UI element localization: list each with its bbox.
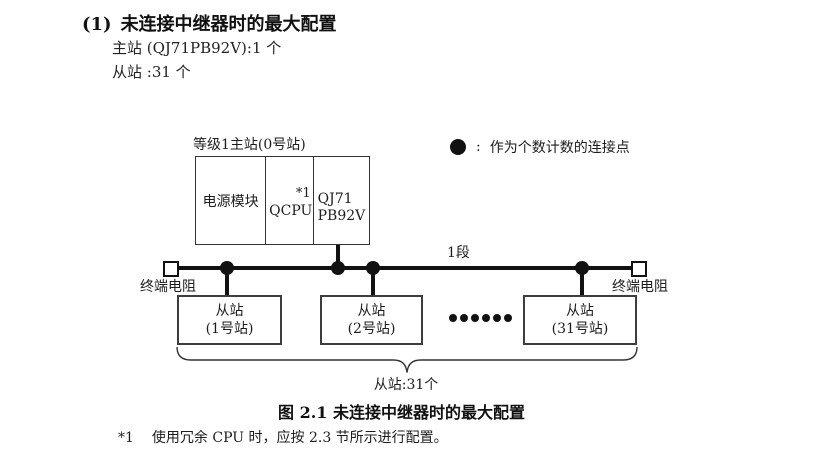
master-station-label: 等级1主站(0号站) xyxy=(193,137,306,153)
connection-point-dot xyxy=(575,261,589,275)
ellipsis-dot xyxy=(482,314,490,322)
power-module-cell: 电源模块 xyxy=(202,193,259,210)
master-station-box: 电源模块 *1 QCPU QJ71 PB92V xyxy=(195,156,370,245)
slave-count-label: 从站:31个 xyxy=(373,377,439,393)
terminating-resistor-left-label: 终端电阻 xyxy=(140,279,196,295)
slave-station-box-2: 从站 (2号站) xyxy=(320,295,423,345)
ellipsis-dots xyxy=(449,314,512,322)
ellipsis-dot xyxy=(493,314,501,322)
terminating-resistor-left-icon xyxy=(163,261,179,277)
segment-label: 1段 xyxy=(447,245,470,261)
terminating-resistor-right-label: 终端电阻 xyxy=(612,279,668,295)
terminating-resistor-right-icon xyxy=(631,261,647,277)
section-number: (1) xyxy=(82,14,112,35)
footnote: *1 使用冗余 CPU 时，应按 2.3 节所示进行配置。 xyxy=(118,427,448,447)
pb92v-module-cell: QJ71 PB92V xyxy=(312,157,369,244)
master-spec-line: 主站 (QJ71PB92V):1 个 xyxy=(112,39,282,57)
connection-point-dot xyxy=(220,261,234,275)
bus-line xyxy=(170,266,638,270)
connection-point-icon xyxy=(450,139,466,155)
legend: : 作为个数计数的连接点 xyxy=(450,137,630,157)
ellipsis-dot xyxy=(460,314,468,322)
slave-group-brace xyxy=(176,347,638,373)
figure-caption: 图 2.1 未连接中继器时的最大配置 xyxy=(278,403,525,422)
ellipsis-dot xyxy=(471,314,479,322)
slave-station-box-31: 从站 (31号站) xyxy=(523,295,637,345)
footnote-marker: *1 xyxy=(118,430,134,446)
connection-point-dot xyxy=(331,261,345,275)
footnote-text: 使用冗余 CPU 时，应按 2.3 节所示进行配置。 xyxy=(151,430,448,446)
cpu-module-cell: *1 QCPU xyxy=(265,157,312,244)
slave2-drop-line xyxy=(371,269,375,295)
legend-label: 作为个数计数的连接点 xyxy=(489,140,630,156)
master-drop-line xyxy=(336,245,340,268)
slave-station-box-1: 从站 (1号站) xyxy=(177,295,282,345)
section-title: 未连接中继器时的最大配置 xyxy=(120,14,337,35)
ellipsis-dot xyxy=(504,314,512,322)
legend-colon: : xyxy=(476,139,481,155)
slave1-drop-line xyxy=(225,269,229,295)
ellipsis-dot xyxy=(449,314,457,322)
cpu-module-label: QCPU xyxy=(269,203,313,219)
slave31-drop-line xyxy=(580,269,584,295)
slave-spec-line: 从站 :31 个 xyxy=(112,63,191,81)
footnote-reference: *1 xyxy=(295,186,311,201)
connection-point-dot xyxy=(366,261,380,275)
section-heading: (1) 未连接中继器时的最大配置 xyxy=(82,10,337,36)
